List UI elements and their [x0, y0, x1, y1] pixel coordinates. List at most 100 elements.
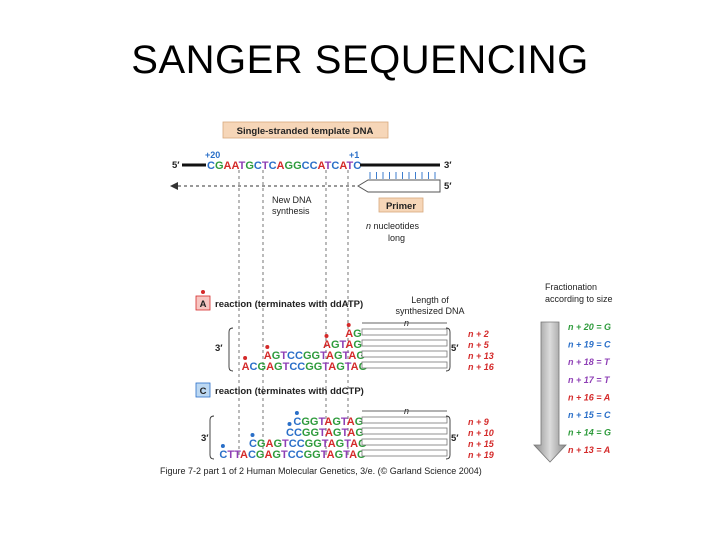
template-base: T: [262, 160, 269, 172]
template-base: C: [207, 160, 215, 172]
fraction-item: n + 13 = A: [568, 445, 610, 455]
fragment-base: G: [256, 449, 265, 461]
fragment-base: G: [310, 427, 319, 439]
length-header-1: Length of: [411, 295, 449, 305]
fragment-base: G: [357, 449, 366, 461]
template-3prime: 3′: [444, 160, 452, 171]
fragment-base: G: [355, 427, 364, 439]
primer-arrow: [357, 179, 441, 193]
terminator-dot: [294, 411, 299, 415]
template-base: G: [293, 160, 302, 172]
terminator-dot: [250, 433, 255, 437]
fragment-base: C: [297, 438, 305, 450]
template-base: T: [239, 160, 246, 172]
fragment-base: C: [288, 449, 296, 461]
fragment-base: C: [286, 427, 294, 439]
fragment-base: C: [295, 350, 303, 362]
fragment-base: G: [356, 350, 365, 362]
fragment-base: T: [344, 438, 351, 450]
fragment-base: C: [297, 361, 305, 373]
fragment-base: T: [283, 361, 290, 373]
length-header-2: synthesized DNA: [395, 306, 464, 316]
reaction-c-3prime: 3′: [201, 433, 209, 444]
fragment-base: G: [334, 350, 343, 362]
fragment-base: G: [272, 449, 281, 461]
fragment-base: A: [347, 427, 355, 439]
fragment-base: C: [287, 350, 295, 362]
terminator-dot: [287, 422, 292, 426]
reaction-a-5prime: 5′: [451, 343, 459, 354]
template-5prime: 5′: [172, 160, 180, 171]
fragment-base: G: [303, 350, 312, 362]
badge-a-dot: [201, 290, 205, 294]
fragment-base: A: [327, 449, 335, 461]
fragment-base: A: [242, 361, 250, 373]
fragment-base: T: [282, 438, 289, 450]
fractionation-title-2: according to size: [545, 294, 613, 304]
template-base: C: [269, 160, 277, 172]
reaction-c-5prime: 5′: [451, 433, 459, 444]
fragment-base: A: [328, 361, 336, 373]
template-base: A: [277, 160, 285, 172]
fragment-base: C: [289, 438, 297, 450]
template-base: A: [339, 160, 347, 172]
fragment-base: T: [322, 438, 329, 450]
template-label-box: [222, 121, 389, 139]
template-base: A: [231, 160, 239, 172]
fraction-item: n + 18 = T: [568, 357, 611, 367]
fragment-base: A: [264, 350, 272, 362]
fragment-base: G: [258, 361, 267, 373]
fragment-base: T: [234, 449, 241, 461]
fragment-bar: [361, 328, 448, 336]
fragment-base: G: [272, 350, 281, 362]
fragment-base: A: [328, 438, 336, 450]
fragment-seq: AG: [345, 328, 362, 340]
fragment-bar: [361, 361, 448, 369]
template-base: C: [310, 160, 318, 172]
fragment-base: T: [343, 350, 350, 362]
fragment-base: G: [314, 361, 323, 373]
fragment-bar: [361, 438, 448, 446]
fraction-item: n + 17 = T: [568, 375, 611, 385]
fragment-base: G: [305, 438, 314, 450]
terminator-dot: [220, 444, 225, 448]
fragment-brace-left: [228, 327, 234, 372]
fragment-base: A: [323, 339, 331, 351]
fragment-base: A: [347, 416, 355, 428]
primer-comb: [369, 172, 436, 179]
fragment-base: G: [335, 449, 344, 461]
primer-label: Primer: [386, 201, 416, 212]
fragment-base: A: [345, 339, 353, 351]
fragment-base: T: [321, 449, 328, 461]
terminator-dot: [346, 323, 351, 327]
fragment-bar: [361, 339, 448, 347]
fragment-base: G: [301, 416, 310, 428]
fragment-base: G: [313, 438, 322, 450]
fragment-base: G: [332, 416, 341, 428]
fragment-base: G: [310, 416, 319, 428]
slide-title: SANGER SEQUENCING: [131, 38, 589, 82]
fragment-length: n + 5: [468, 340, 490, 350]
fragment-base: G: [333, 427, 342, 439]
fraction-item: n + 15 = C: [568, 410, 611, 420]
fragment-base: G: [304, 449, 313, 461]
fragment-base: G: [312, 350, 321, 362]
new-dna-label-1: New DNA: [272, 195, 312, 205]
fragment-base: T: [320, 350, 327, 362]
nucleotides-label: n nucleotides: [366, 221, 420, 231]
terminator-dot: [324, 334, 329, 338]
fragment-base: G: [336, 361, 345, 373]
reaction-c-label: reaction (terminates with ddCTP): [215, 386, 364, 397]
fragment-base: T: [341, 427, 348, 439]
guide-lines: [238, 170, 349, 458]
fragment-base: G: [274, 361, 283, 373]
fragment-brace-right: [445, 415, 451, 460]
fractionation-list: n + 20 = Gn + 19 = Cn + 18 = Tn + 17 = T…: [568, 322, 611, 455]
template-base: C: [353, 160, 361, 172]
badge-a-box: [195, 295, 211, 311]
fragment-base: G: [353, 339, 362, 351]
fractionation-title-1: Fractionation: [545, 282, 597, 292]
fragment-base: T: [345, 361, 352, 373]
fraction-item: n + 14 = G: [568, 428, 611, 438]
